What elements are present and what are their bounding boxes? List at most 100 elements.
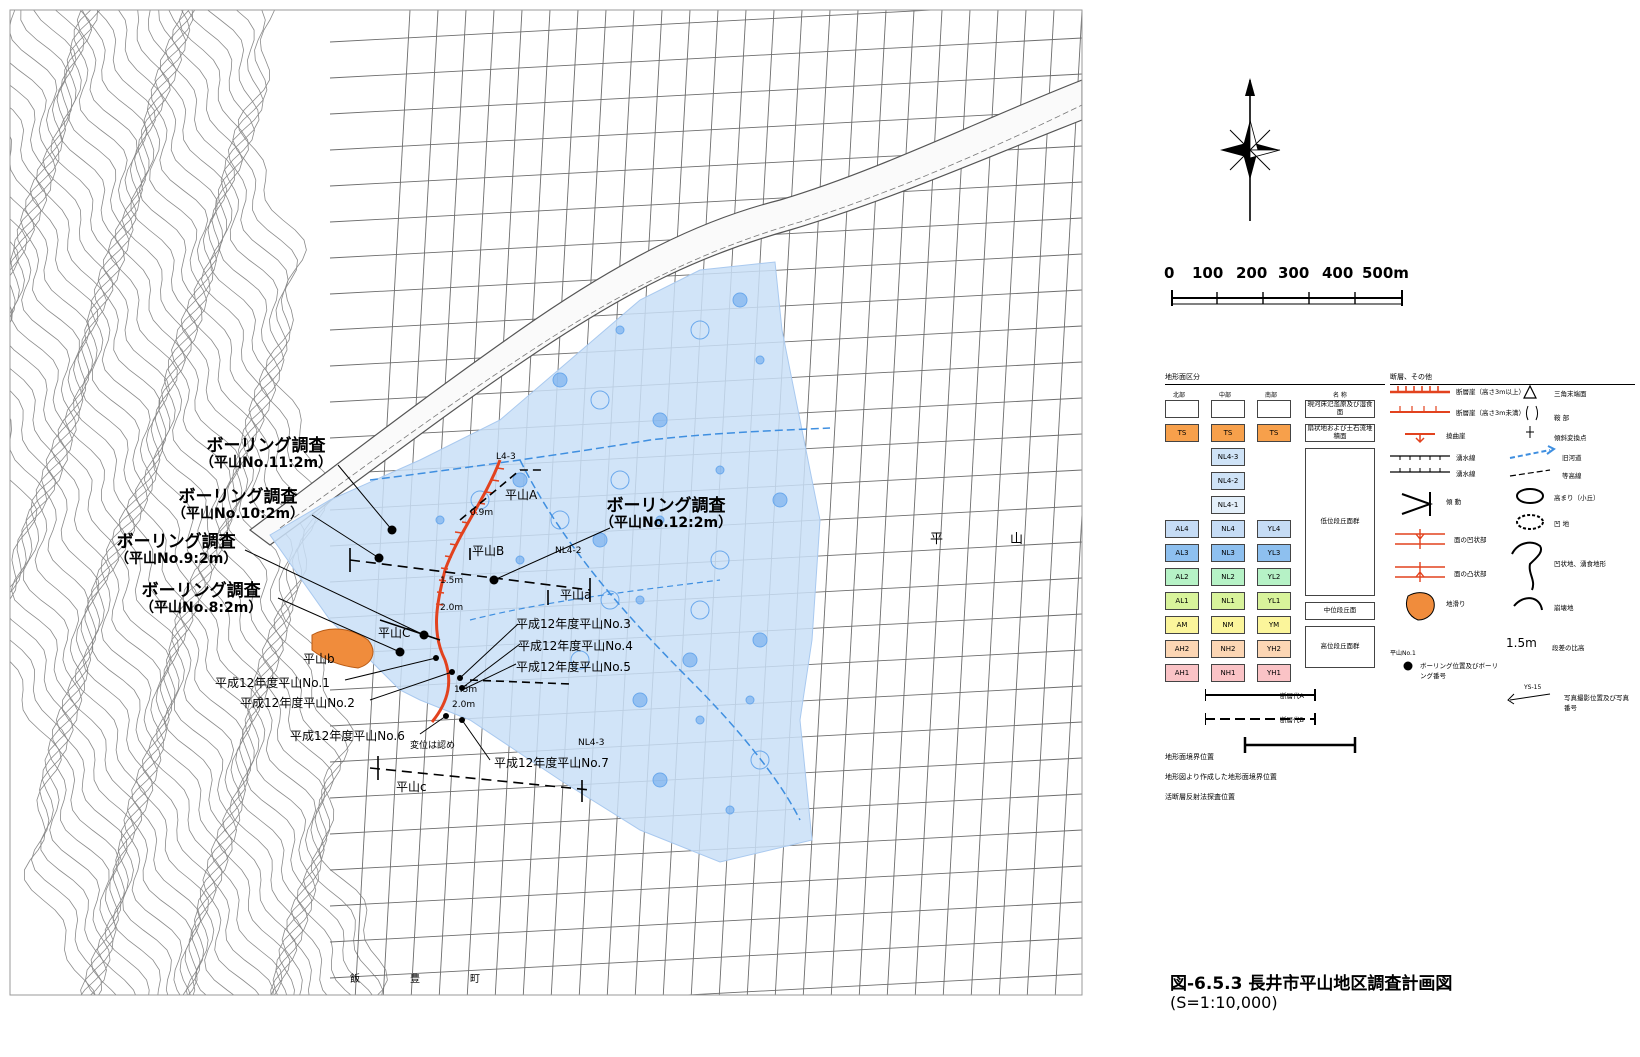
- h12-boring-4: 平成12年度平山No.4: [518, 639, 633, 653]
- scale-tick-400: 400: [1322, 264, 1354, 282]
- contour-line: [130, 10, 275, 995]
- contour-line: [164, 10, 313, 995]
- legend-name-high-terrace: 高位段丘面群: [1305, 626, 1375, 668]
- survey-dot: [610, 470, 630, 490]
- legend-name-low-terrace: 低位段丘面群: [1305, 448, 1375, 596]
- contour-line: [73, 10, 217, 995]
- survey-line-label-b: 平山b: [303, 652, 335, 666]
- contour-line: [10, 218, 107, 995]
- note-no-displacement: 変位は認め: [410, 741, 456, 751]
- legend-swatch-blank: [1257, 400, 1291, 418]
- fault-tick: [438, 579, 447, 582]
- line-key-A: 断層代A: [1280, 692, 1304, 700]
- field-line: [329, 73, 1082, 115]
- scale-tick-500: 500m: [1362, 264, 1409, 282]
- legend-swatch-AL1: AL1: [1165, 592, 1199, 610]
- legend-photo: 写真撮影位置及び写真番号: [1564, 694, 1629, 712]
- contour-line: [187, 10, 328, 995]
- legend-name-mid-terrace: 中位段丘面: [1305, 602, 1375, 620]
- h12-boring-3: 平成12年度平山No.3: [516, 617, 631, 631]
- contour-line: [33, 10, 172, 995]
- contour-line: [42, 10, 183, 995]
- legend-swatch-NL2: NL2: [1211, 568, 1245, 586]
- line-label-boundary: 地形面境界位置: [1165, 753, 1214, 761]
- scale-tick-0: 0: [1164, 264, 1175, 282]
- legend-landform-title: 地形面区分: [1165, 372, 1385, 385]
- legend-tilt: 傾 動: [1446, 498, 1462, 506]
- legend-swatch-NL1: NL1: [1211, 592, 1245, 610]
- caption-title: 図-6.5.3 長井市平山地区調査計画図: [1170, 974, 1453, 994]
- fault-tick: [440, 567, 449, 570]
- fault-tick: [491, 479, 500, 482]
- survey-dot: [652, 772, 668, 788]
- legend-swatch-NL4-3: NL4-3: [1211, 448, 1245, 466]
- h12-boring-2: 平成12年度平山No.2: [240, 696, 355, 710]
- contour-line: [81, 10, 229, 995]
- survey-line-label-a: 平山a: [560, 588, 592, 602]
- fault-tick: [449, 543, 458, 546]
- survey-line-set: [349, 469, 591, 802]
- boring-callout-no8: ボーリング調査 （平山No.8:2m）: [140, 581, 263, 616]
- legend-triangular-facet: 三角末端面: [1554, 390, 1587, 398]
- legend-swatch-AL2: AL2: [1165, 568, 1199, 586]
- line-label-map-boundary: 地形図より作成した地形面境界位置: [1165, 773, 1277, 781]
- field-line: [1026, 10, 1082, 995]
- legend-swatch-NL4-1: NL4-1: [1211, 496, 1245, 514]
- scale-bar: 0 100 200 300 400 500m: [1164, 264, 1420, 312]
- terrace-label-nl4-3: NL4-3: [578, 738, 605, 748]
- survey-dot: [732, 292, 748, 308]
- legend-concave-erosion: 凹状地、湧食地形: [1554, 560, 1606, 568]
- legend-right-symbols: [1390, 384, 1556, 705]
- survey-line-label-C: 平山C: [378, 626, 411, 640]
- legend-spring-line-1: 湧水線: [1456, 454, 1476, 462]
- field-line: [329, 937, 1082, 979]
- landslide: [311, 628, 374, 669]
- contour-line: [146, 10, 291, 995]
- legend-contour: 等高線: [1562, 472, 1582, 480]
- mountain-contours: [10, 10, 388, 995]
- contour-line: [76, 10, 223, 995]
- field-line: [329, 37, 1082, 79]
- survey-line-label-c: 平山c: [396, 780, 427, 794]
- legend-swatch-YH2: YH2: [1257, 640, 1291, 658]
- field-line: [802, 10, 859, 995]
- boring-callout-no12: ボーリング調査 （平山No.12:2m）: [600, 496, 733, 531]
- survey-dot: [552, 372, 568, 388]
- fault-line: [430, 459, 502, 723]
- survey-dot: [750, 750, 770, 770]
- legend-photo-code: YS-15: [1524, 684, 1542, 691]
- legend-swatch-AH1: AH1: [1165, 664, 1199, 682]
- old-channel-1: [369, 427, 831, 481]
- legend-swatch-NM: NM: [1211, 616, 1245, 634]
- legend-swatch-NH2: NH2: [1211, 640, 1245, 658]
- legend-spring-line-2: 湧水線: [1456, 470, 1476, 478]
- survey-line-label-B: 平山B: [472, 544, 505, 558]
- survey-dot: [600, 590, 620, 610]
- field-line: [329, 181, 1082, 223]
- legend-swatch-YL3: YL3: [1257, 544, 1291, 562]
- legend-swatch-YM: YM: [1257, 616, 1291, 634]
- town-machi: 町: [470, 974, 480, 985]
- legend-swatch-AH2: AH2: [1165, 640, 1199, 658]
- legend-swatch-blank: [1211, 400, 1245, 418]
- h12-boring-1: 平成12年度平山No.1: [215, 676, 330, 690]
- legend-faults-title: 断層、その他: [1390, 372, 1635, 385]
- scale-tick-100: 100: [1192, 264, 1224, 282]
- old-channel-2: [519, 459, 801, 821]
- leader-lines: [244, 464, 611, 761]
- survey-dot: [570, 650, 590, 670]
- caption-scale: (S=1:10,000): [1170, 992, 1278, 1012]
- survey-dots: [435, 292, 788, 815]
- survey-area: [269, 261, 821, 863]
- contour-line: [10, 240, 103, 995]
- topographic-map: [9, 9, 1083, 996]
- field-line: [942, 10, 999, 995]
- legend-collapse: 崩壊地: [1554, 604, 1574, 612]
- fault-tick: [454, 531, 463, 534]
- survey-dot: [470, 490, 490, 510]
- col-head-south: 南部: [1265, 392, 1278, 399]
- contour-line: [172, 10, 317, 995]
- legend-faults: 断層、その他: [1390, 372, 1635, 752]
- col-head-north: 北部: [1173, 392, 1186, 399]
- legend-fault-scarp-high: 断層崖（高さ3m以上）: [1456, 388, 1525, 396]
